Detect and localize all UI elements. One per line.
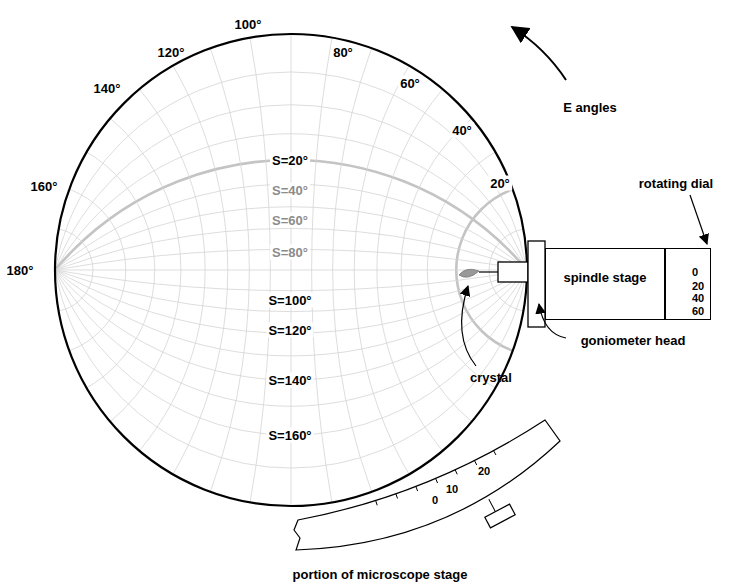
dial-number: 0 [692, 266, 698, 279]
s-angle-label: S=100° [266, 293, 313, 308]
small-circle [377, 0, 736, 551]
scale-number: 0 [432, 493, 438, 508]
small-circle [0, 0, 249, 582]
great-circle [0, 207, 736, 582]
angle-label: 120° [158, 45, 185, 60]
angle-label: 140° [94, 81, 121, 96]
small-circle [312, 0, 736, 582]
scale-tick [396, 494, 398, 499]
callout-label: goniometer head [581, 333, 686, 348]
rotating-dial-box: 0204060 [665, 248, 711, 320]
great-circle [40, 0, 542, 435]
scale-tick [436, 478, 438, 483]
great-circle [0, 184, 658, 582]
s-angle-label: S=60° [270, 213, 310, 228]
great-circle [0, 0, 736, 333]
small-circle [427, 134, 700, 407]
scale-number: 10 [446, 482, 458, 497]
scale-tick [416, 486, 418, 491]
great-circle [18, 0, 563, 406]
scale-tick [474, 461, 476, 465]
angle-label: 20° [488, 176, 512, 191]
small-circle [0, 0, 205, 551]
small-circle [0, 72, 181, 468]
scale-tick [455, 470, 457, 475]
scale-tick [494, 451, 496, 455]
callout-label: crystal [470, 370, 512, 385]
stage-pointer [478, 492, 515, 528]
dial-number: 60 [692, 305, 704, 318]
angle-label: 100° [235, 17, 262, 32]
e-angle-arrow [512, 27, 566, 80]
small-circle [0, 0, 228, 582]
s-angle-label: S=140° [266, 373, 313, 388]
spindle-stage-box: spindle stage [545, 248, 665, 320]
s-angle-label: S=120° [266, 323, 313, 338]
callout-label: E angles [563, 100, 616, 115]
scale-number: 20 [478, 464, 490, 479]
great-circle [0, 0, 599, 380]
scale-tick [376, 501, 378, 506]
angle-label: 160° [31, 179, 58, 194]
angle-label: 60° [398, 76, 422, 91]
s-angle-label: S=20° [270, 153, 310, 168]
microscope-stage [294, 420, 560, 550]
s-angle-label: S=80° [270, 245, 310, 260]
s-angle-label: S=40° [270, 183, 310, 198]
goniometer-plate [528, 241, 545, 327]
crystal-mount [479, 271, 498, 272]
angle-label: 180° [7, 263, 34, 278]
crystal-shape [459, 269, 479, 277]
small-circle [0, 0, 270, 582]
dial-number: 20 [692, 280, 704, 293]
callout-label: rotating dial [639, 176, 713, 191]
angle-label: 40° [450, 123, 474, 138]
s-angle-label: S=160° [266, 428, 313, 443]
goniometer-shaft [498, 262, 528, 282]
box-label: spindle stage [563, 270, 646, 285]
primitive-circle [55, 34, 527, 506]
great-circle [51, 0, 530, 468]
angle-label: 80° [331, 45, 355, 60]
dial-number: 40 [692, 292, 704, 305]
great-circle [0, 228, 736, 582]
crystal-leader [462, 286, 476, 366]
small-circle [0, 134, 155, 407]
caption-label: portion of microscope stage [293, 567, 468, 582]
dial-leader [690, 195, 707, 244]
great-circle [0, 160, 599, 582]
